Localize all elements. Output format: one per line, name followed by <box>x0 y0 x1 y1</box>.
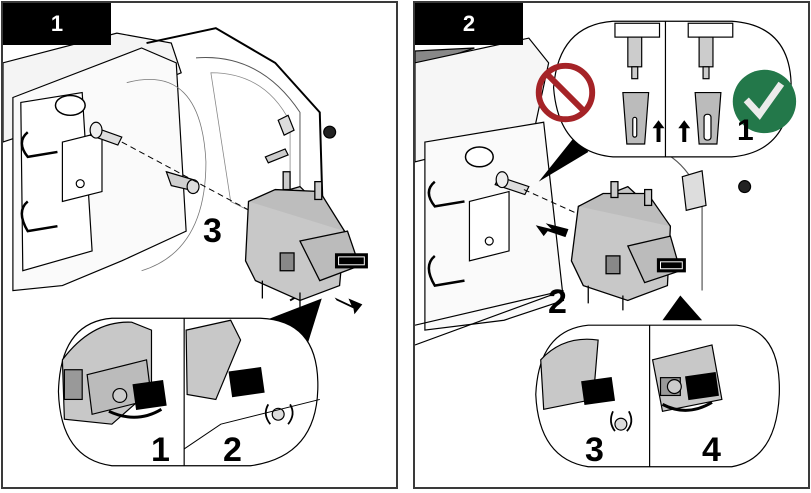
detail-number-4: 4 <box>702 431 721 469</box>
detail-number-1: 1 <box>151 431 170 469</box>
pump-head <box>570 181 686 311</box>
step-panel-2: 2 <box>413 1 810 489</box>
checkmark-icon <box>732 69 797 134</box>
illustration-install-pump-head <box>415 20 797 468</box>
callout-pointer <box>662 295 703 321</box>
illustration-remove-pump-head <box>3 27 368 467</box>
callout-number-2: 2 <box>548 283 567 321</box>
pump-head <box>244 171 368 308</box>
pump-housing <box>415 37 752 346</box>
coupling <box>165 170 200 195</box>
pull-arrow-icon <box>334 297 363 315</box>
alignment-number-1: 1 <box>737 114 754 147</box>
callout-pointer-top <box>538 132 589 182</box>
callout-number-3: 3 <box>203 212 222 250</box>
detail-number-2: 2 <box>223 431 242 469</box>
step-number: 2 <box>462 11 476 36</box>
detail-callout-right <box>535 324 780 468</box>
step-number-tab: 1 <box>3 3 111 45</box>
push-arrow-icon <box>535 223 569 238</box>
detail-callout-left <box>57 317 320 467</box>
alignment-line <box>523 189 584 217</box>
alignment-line <box>121 141 261 217</box>
step-number: 1 <box>50 11 64 36</box>
alignment-callout <box>552 20 792 158</box>
detail-number-3: 3 <box>585 431 604 469</box>
prohibited-icon <box>535 62 596 123</box>
step-panel-1: 1 <box>1 1 398 489</box>
step-number-tab: 2 <box>415 3 523 45</box>
